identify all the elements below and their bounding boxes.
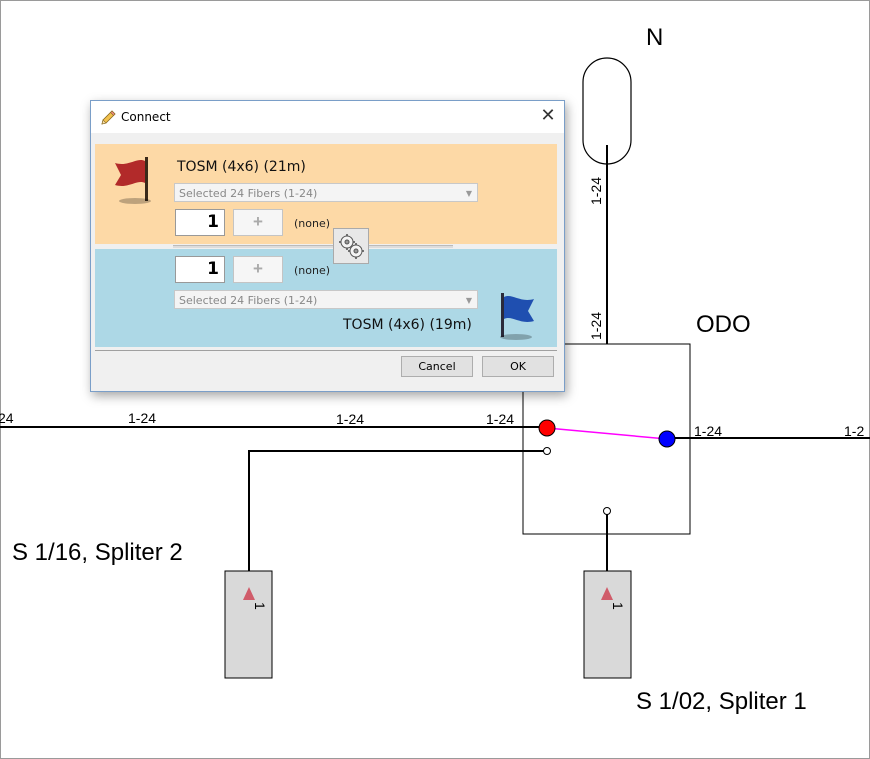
chevron-down-icon: ▼ <box>465 189 472 198</box>
swap-settings-button[interactable] <box>333 228 369 264</box>
left-splitter-box[interactable] <box>224 570 273 679</box>
left-splitter-port[interactable] <box>543 447 551 455</box>
bottom-add-button[interactable]: + <box>233 256 283 283</box>
odo-label: ODO <box>696 311 751 338</box>
north-cable-label-lower: 1-24 <box>588 312 604 340</box>
right-splitter-port-label: 1 <box>610 602 626 610</box>
connect-dialog: Connect ✕ TOSM (4x6) (21m) Selected 24 F… <box>90 100 565 392</box>
left-splitter-cable[interactable] <box>248 450 547 595</box>
blue-flag-icon <box>500 293 534 340</box>
footer-divider <box>95 350 557 351</box>
east-port-node[interactable] <box>658 430 676 448</box>
cancel-button[interactable]: Cancel <box>401 356 473 377</box>
close-button[interactable]: ✕ <box>532 101 564 133</box>
panel-divider <box>173 245 453 248</box>
left-splitter-port-label: 1 <box>252 602 268 610</box>
fiber-connection-line[interactable] <box>546 427 668 440</box>
pencil-icon <box>101 110 116 125</box>
red-flag-icon <box>115 157 151 204</box>
west-cable-label-1: 1-24 <box>128 410 156 426</box>
top-none-label: (none) <box>294 217 331 230</box>
north-label: N <box>646 24 663 51</box>
north-cable-label-upper: 1-24 <box>588 177 604 205</box>
left-splitter-label: S 1/16, Spliter 2 <box>12 539 183 566</box>
dialog-title: Connect <box>121 110 171 124</box>
left-splitter-marker <box>243 587 255 600</box>
top-start-fiber-input[interactable]: 1 <box>175 209 225 236</box>
top-fiber-select-value: Selected 24 Fibers (1-24) <box>179 187 318 200</box>
west-cable-label-3: 1-24 <box>486 411 514 427</box>
bottom-fiber-select-value: Selected 24 Fibers (1-24) <box>179 294 318 307</box>
bottom-none-label: (none) <box>294 264 331 277</box>
east-cable-label-1: 1-24 <box>694 423 722 439</box>
west-port-node[interactable] <box>538 419 556 437</box>
gears-icon <box>339 234 364 259</box>
west-cable-label-2: 1-24 <box>336 411 364 427</box>
ok-button[interactable]: OK <box>482 356 554 377</box>
right-splitter-box[interactable] <box>583 570 632 679</box>
top-cable-name: TOSM (4x6) (21m) <box>177 159 306 175</box>
close-icon: ✕ <box>540 105 556 126</box>
chevron-down-icon: ▼ <box>465 296 472 305</box>
right-splitter-marker <box>601 587 613 600</box>
west-cable-label-edge: 24 <box>0 410 14 426</box>
right-splitter-port[interactable] <box>603 507 611 515</box>
right-splitter-label: S 1/02, Spliter 1 <box>636 688 807 715</box>
dialog-titlebar[interactable]: Connect ✕ <box>91 101 564 133</box>
top-add-button[interactable]: + <box>233 209 283 236</box>
bottom-fiber-select[interactable]: Selected 24 Fibers (1-24) ▼ <box>174 290 478 309</box>
east-cable-label-edge: 1-2 <box>844 423 864 439</box>
bottom-start-fiber-input[interactable]: 1 <box>175 256 225 283</box>
top-fiber-select[interactable]: Selected 24 Fibers (1-24) ▼ <box>174 183 478 202</box>
bottom-cable-name: TOSM (4x6) (19m) <box>343 317 472 333</box>
